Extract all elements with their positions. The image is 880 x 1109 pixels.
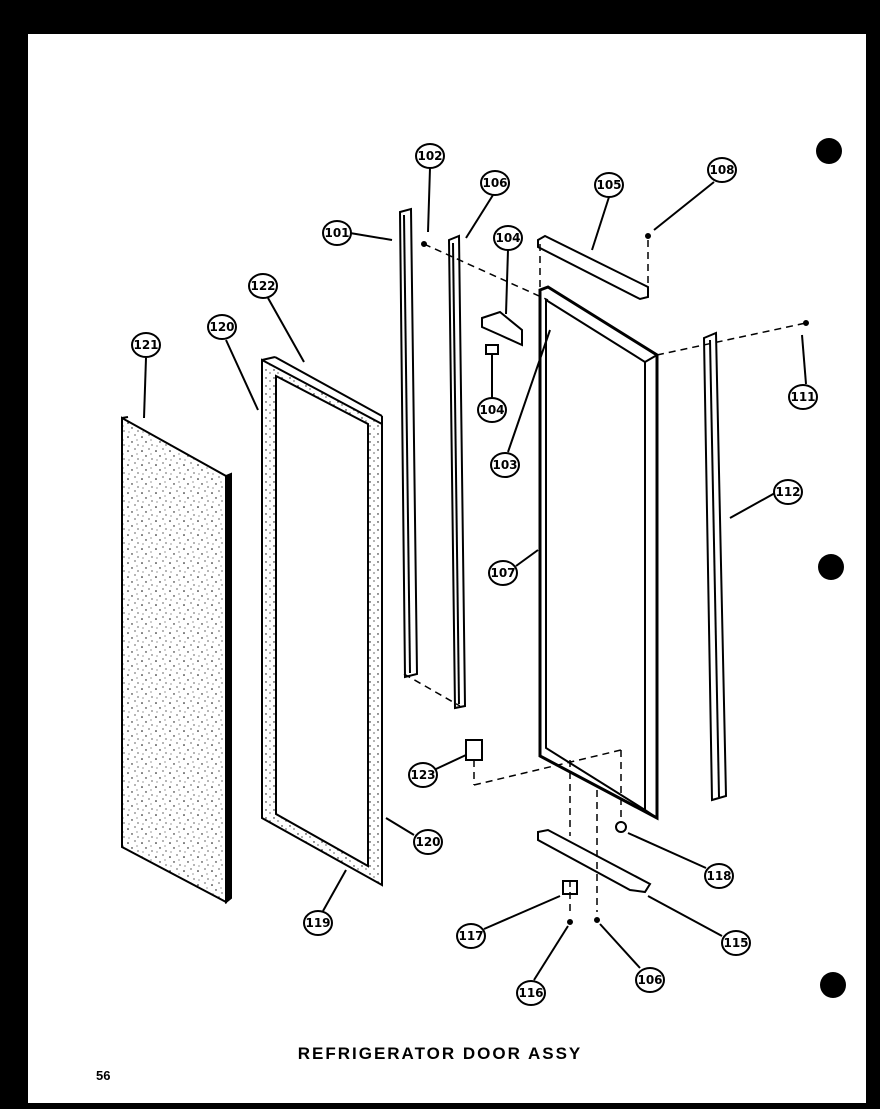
callout-120-bottom: 120 bbox=[413, 829, 443, 855]
callout-104-top-label: 104 bbox=[495, 231, 520, 245]
callout-120-top: 120 bbox=[207, 314, 237, 340]
middle-strip-shape bbox=[447, 234, 467, 710]
callout-122: 122 bbox=[248, 273, 278, 299]
door-stop-shape bbox=[465, 739, 483, 761]
callout-122-label: 122 bbox=[250, 279, 275, 293]
callout-101: 101 bbox=[322, 220, 352, 246]
screw-106-shape bbox=[594, 917, 600, 923]
callout-108-label: 108 bbox=[709, 163, 734, 177]
callout-116: 116 bbox=[516, 980, 546, 1006]
callout-102: 102 bbox=[415, 143, 445, 169]
callout-116-label: 116 bbox=[518, 986, 543, 1000]
callouts: 101 102 106 104 105 108 111 104 103 112 … bbox=[131, 143, 818, 1006]
callout-106-bottom: 106 bbox=[635, 967, 665, 993]
left-strip-shape bbox=[398, 207, 419, 679]
callout-111: 111 bbox=[788, 384, 818, 410]
callout-106-top-label: 106 bbox=[482, 176, 507, 190]
leader-lines bbox=[143, 167, 807, 981]
callout-107-label: 107 bbox=[490, 566, 515, 580]
callout-106-top: 106 bbox=[480, 170, 510, 196]
callout-104-top: 104 bbox=[493, 225, 523, 251]
callout-104-bottom: 104 bbox=[477, 397, 507, 423]
alignment-lines bbox=[403, 240, 807, 916]
callout-104-bottom-label: 104 bbox=[479, 403, 504, 417]
callout-111-label: 111 bbox=[790, 390, 815, 404]
hinge-bracket-shape bbox=[481, 310, 523, 355]
diagram-title: REFRIGERATOR DOOR ASSY bbox=[297, 1044, 583, 1063]
callout-123-label: 123 bbox=[410, 768, 435, 782]
callout-105: 105 bbox=[594, 172, 624, 198]
callout-106-bottom-label: 106 bbox=[637, 973, 662, 987]
callout-119: 119 bbox=[303, 910, 333, 936]
callout-121: 121 bbox=[131, 332, 161, 358]
door-frame-shape bbox=[538, 285, 659, 821]
callout-108: 108 bbox=[707, 157, 737, 183]
callout-103-label: 103 bbox=[492, 458, 517, 472]
binder-hole-bottom bbox=[820, 972, 846, 998]
door-panel-shape bbox=[121, 416, 232, 905]
callout-121-label: 121 bbox=[133, 338, 158, 352]
callout-123: 123 bbox=[408, 762, 438, 788]
callout-118-label: 118 bbox=[706, 869, 731, 883]
callout-119-label: 119 bbox=[305, 916, 330, 930]
page-number: 56 bbox=[96, 1068, 111, 1083]
callout-115: 115 bbox=[721, 930, 751, 956]
liner-frame-shape bbox=[261, 356, 383, 887]
binder-hole-middle bbox=[818, 554, 844, 580]
bushing-shape bbox=[615, 821, 627, 833]
callout-117: 117 bbox=[456, 923, 486, 949]
callout-112-label: 112 bbox=[775, 485, 800, 499]
callout-112: 112 bbox=[773, 479, 803, 505]
callout-105-label: 105 bbox=[596, 178, 621, 192]
top-cap-shape bbox=[537, 234, 649, 301]
screw-116-shape bbox=[567, 919, 573, 925]
callout-103: 103 bbox=[490, 452, 520, 478]
callout-102-label: 102 bbox=[417, 149, 442, 163]
callout-118: 118 bbox=[704, 863, 734, 889]
screw-111-shape bbox=[803, 320, 809, 326]
callout-115-label: 115 bbox=[723, 936, 748, 950]
callout-107: 107 bbox=[488, 560, 518, 586]
binder-hole-top bbox=[816, 138, 842, 164]
callout-117-label: 117 bbox=[458, 929, 483, 943]
callout-101-label: 101 bbox=[324, 226, 349, 240]
bottom-cap-shape bbox=[537, 828, 652, 894]
screw-108-shape bbox=[645, 233, 651, 239]
handle-strip-shape bbox=[702, 331, 728, 802]
callout-120-top-label: 120 bbox=[209, 320, 234, 334]
callout-120-bottom-label: 120 bbox=[415, 835, 440, 849]
